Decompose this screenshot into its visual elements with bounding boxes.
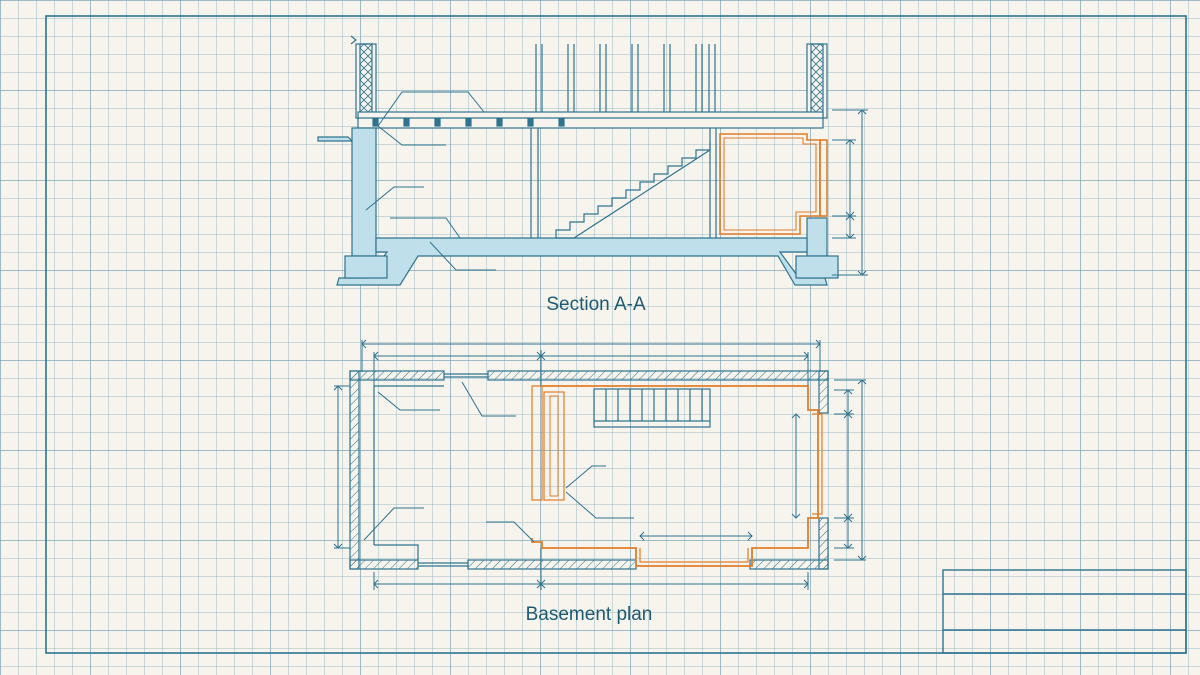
stair-wall xyxy=(709,128,717,238)
plan-dimensions-right xyxy=(791,379,867,561)
plan-highlight-room xyxy=(531,385,823,567)
stair-section xyxy=(555,142,711,239)
left-foundation-wall xyxy=(351,127,377,257)
grade-line xyxy=(317,136,354,142)
right-footing xyxy=(795,255,839,279)
floor-joists xyxy=(357,111,824,129)
plan-dimensions-left xyxy=(333,385,350,549)
window-opening xyxy=(719,133,828,235)
plan-stair xyxy=(593,388,711,428)
section-caption: Section A-A xyxy=(546,294,646,315)
basement-plan xyxy=(333,339,867,590)
left-footing xyxy=(344,255,388,279)
upper-studs xyxy=(535,44,716,112)
plan-leaders xyxy=(363,381,634,543)
plan-dimensions-top xyxy=(361,339,821,386)
title-block xyxy=(942,569,1187,654)
plan-caption: Basement plan xyxy=(525,604,653,625)
left-upper-wall xyxy=(350,35,377,119)
right-upper-wall xyxy=(806,43,828,119)
plan-walls xyxy=(349,370,829,570)
plan-dimensions-bottom xyxy=(373,531,809,590)
section-dimensions xyxy=(832,109,868,276)
section-a-a xyxy=(317,35,868,286)
right-foundation-wall xyxy=(806,217,828,257)
plan-window-top xyxy=(444,373,488,378)
interior-post xyxy=(530,128,539,238)
sheet-border xyxy=(45,15,1187,654)
plan-window-bottom xyxy=(418,562,468,567)
floor-slab xyxy=(336,237,828,286)
section-leaders xyxy=(365,91,496,271)
